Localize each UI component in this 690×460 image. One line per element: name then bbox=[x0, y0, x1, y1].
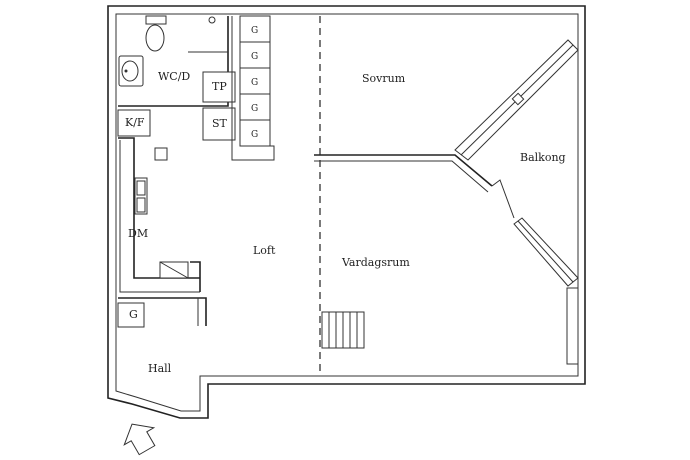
toilet-tank bbox=[145, 15, 167, 25]
kitchen-island-post bbox=[154, 147, 168, 161]
outer-wall-inner-line bbox=[115, 13, 579, 412]
label-hall-closet: G bbox=[129, 308, 138, 321]
kitchen-sink bbox=[134, 177, 148, 215]
label-wardrobe: G bbox=[251, 130, 258, 140]
sovrum-wall bbox=[314, 154, 493, 187]
tp-box bbox=[202, 71, 236, 103]
label-kf: K/F bbox=[125, 116, 145, 129]
toilet-bowl bbox=[145, 24, 165, 52]
label-dm: DM bbox=[128, 227, 148, 240]
bathroom-walls bbox=[118, 15, 236, 141]
label-wardrobe: G bbox=[251, 78, 258, 88]
staircase bbox=[321, 311, 365, 349]
label-vardagsrum: Vardagsrum bbox=[341, 256, 410, 269]
st-box bbox=[202, 107, 236, 141]
entrance-arrow-icon bbox=[123, 423, 156, 456]
sink-basin bbox=[121, 60, 139, 82]
label-wardrobe: G bbox=[251, 52, 258, 62]
kitchen bbox=[117, 109, 207, 328]
label-tp: TP bbox=[212, 80, 227, 93]
outer-walls bbox=[107, 5, 586, 419]
shower-drain bbox=[208, 16, 216, 24]
hall-closet bbox=[117, 302, 145, 328]
label-st: ST bbox=[212, 117, 228, 130]
label-balkong: Balkong bbox=[520, 151, 566, 164]
label-hall: Hall bbox=[148, 362, 172, 375]
label-wc: WC/D bbox=[158, 70, 190, 83]
balcony-walls bbox=[454, 39, 579, 365]
wardrobe-column bbox=[231, 15, 275, 161]
label-loft: Loft bbox=[253, 244, 276, 257]
label-wardrobe: G bbox=[251, 26, 258, 36]
label-sovrum: Sovrum bbox=[362, 72, 406, 85]
outer-wall-outline bbox=[107, 5, 586, 419]
label-wardrobe: G bbox=[251, 104, 258, 114]
